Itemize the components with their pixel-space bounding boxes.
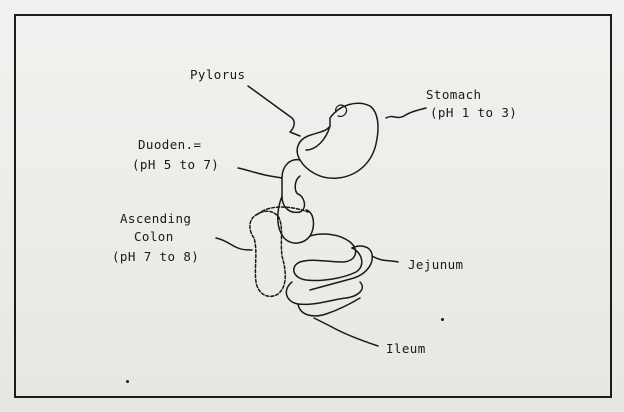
jejunum-leader xyxy=(372,256,398,262)
pylorus-leader xyxy=(248,86,300,136)
ileum-leader xyxy=(314,318,378,346)
jejunum-loop-2 xyxy=(310,246,372,290)
colon-label: Colon xyxy=(134,228,174,246)
jejunum-label: Jejunum xyxy=(408,256,463,274)
stomach-ph-label: (pH 1 to 3) xyxy=(430,104,517,122)
stomach-outline xyxy=(297,103,378,178)
ileum-label: Ileum xyxy=(386,340,426,358)
duodenum-leader xyxy=(238,168,282,178)
stomach-label: Stomach xyxy=(426,86,481,104)
duodenum-ph-label: (pH 5 to 7) xyxy=(132,156,219,174)
ascending-colon-ph-label: (pH 7 to 8) xyxy=(112,248,199,266)
speck-dot xyxy=(441,318,444,321)
ascending-colon-outline xyxy=(250,211,285,296)
colon-leader xyxy=(216,238,252,250)
ascending-colon-label: Ascending xyxy=(120,210,191,228)
speck-dot xyxy=(126,380,129,383)
pylorus-label: Pylorus xyxy=(190,66,245,84)
stomach-leader xyxy=(386,108,426,118)
duodenum-label: Duoden.= xyxy=(138,136,201,154)
transverse-colon xyxy=(258,207,308,214)
duodenum-outline xyxy=(282,160,304,213)
